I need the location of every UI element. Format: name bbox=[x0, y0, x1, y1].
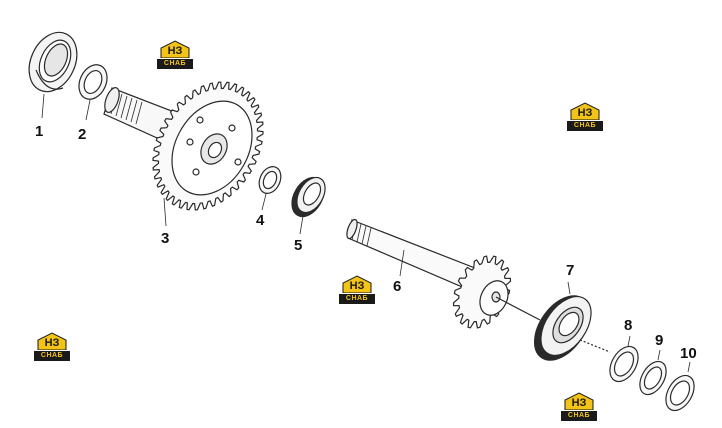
callout-4: 4 bbox=[256, 212, 265, 229]
part-8-ring bbox=[609, 345, 639, 383]
part-3-gear-shaft bbox=[103, 81, 264, 211]
watermark-logo: НЗ СНАБ bbox=[339, 275, 375, 305]
callout-6: 6 bbox=[393, 278, 402, 295]
watermark-logo: НЗ СНАБ bbox=[34, 332, 70, 362]
part-4-ring bbox=[258, 166, 282, 194]
part-9-ring bbox=[639, 360, 667, 396]
callout-8: 8 bbox=[624, 317, 633, 334]
part-7-bearing bbox=[533, 295, 611, 361]
callout-5: 5 bbox=[294, 237, 303, 254]
callout-10: 10 bbox=[680, 345, 697, 362]
watermark-logo: НЗ СНАБ bbox=[157, 40, 193, 70]
callout-3: 3 bbox=[161, 230, 170, 247]
part-5-bearing bbox=[291, 176, 326, 218]
callout-9: 9 bbox=[655, 332, 664, 349]
callout-2: 2 bbox=[78, 126, 87, 143]
part-10-ring bbox=[665, 374, 695, 412]
leader-lines bbox=[41, 93, 691, 373]
callout-7: 7 bbox=[566, 262, 575, 279]
watermark-logo: НЗ СНАБ bbox=[567, 102, 603, 132]
callout-1: 1 bbox=[35, 123, 44, 140]
watermark-logo: НЗ СНАБ bbox=[561, 392, 597, 422]
part-6-shaft-gear bbox=[346, 218, 541, 329]
part-1-bearing bbox=[28, 31, 78, 93]
part-2-ring bbox=[78, 64, 108, 100]
